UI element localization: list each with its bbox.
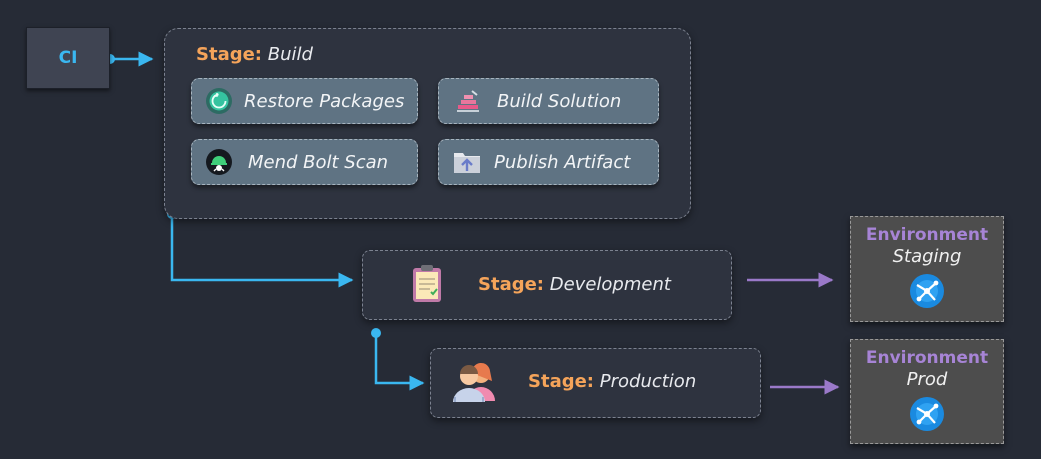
task-label: Publish Artifact: [494, 151, 631, 173]
stage-name: Production: [599, 371, 697, 392]
task-label: Build Solution: [497, 90, 622, 112]
stage-name: Development: [549, 274, 671, 295]
task-build-solution[interactable]: Build Solution: [438, 78, 659, 124]
connector-ci-to-build: [105, 51, 154, 67]
stage-build[interactable]: Stage: Build Restore Packages Build Solu…: [164, 28, 691, 219]
azure-icon: [909, 396, 945, 432]
restore-packages-icon: [204, 86, 234, 116]
users-icon: [449, 361, 501, 407]
task-restore-packages[interactable]: Restore Packages: [191, 78, 418, 124]
stage-build-title: Stage: Build: [196, 44, 313, 65]
environment-name: Staging: [892, 246, 962, 267]
stage-production[interactable]: Stage: Production: [430, 348, 761, 418]
environment-staging[interactable]: Environment Staging: [850, 216, 1004, 322]
connector-development-to-production: [371, 328, 425, 391]
connector-build-to-development: [167, 209, 354, 288]
build-solution-icon: [453, 86, 483, 116]
ci-label: CI: [58, 48, 78, 68]
azure-icon: [909, 273, 945, 309]
stage-name: Build: [267, 44, 313, 65]
task-label: Restore Packages: [244, 90, 405, 112]
stage-keyword: Stage:: [478, 274, 545, 295]
publish-artifact-icon: [452, 147, 482, 177]
clipboard-icon: [411, 264, 443, 308]
stage-development[interactable]: Stage: Development: [362, 250, 732, 320]
task-publish-artifact[interactable]: Publish Artifact: [438, 139, 659, 185]
ci-node[interactable]: CI: [26, 27, 110, 89]
task-mend-bolt-scan[interactable]: Mend Bolt Scan: [191, 139, 418, 185]
environment-keyword: Environment: [865, 225, 989, 245]
stage-keyword: Stage:: [196, 44, 263, 65]
stage-keyword: Stage:: [528, 371, 595, 392]
stage-production-title: Stage: Production: [528, 371, 696, 392]
environment-name: Prod: [906, 369, 948, 390]
task-label: Mend Bolt Scan: [248, 151, 389, 173]
environment-keyword: Environment: [865, 348, 989, 368]
stage-development-title: Stage: Development: [478, 274, 671, 295]
environment-prod[interactable]: Environment Prod: [850, 339, 1004, 444]
mend-bolt-icon: [204, 147, 234, 177]
